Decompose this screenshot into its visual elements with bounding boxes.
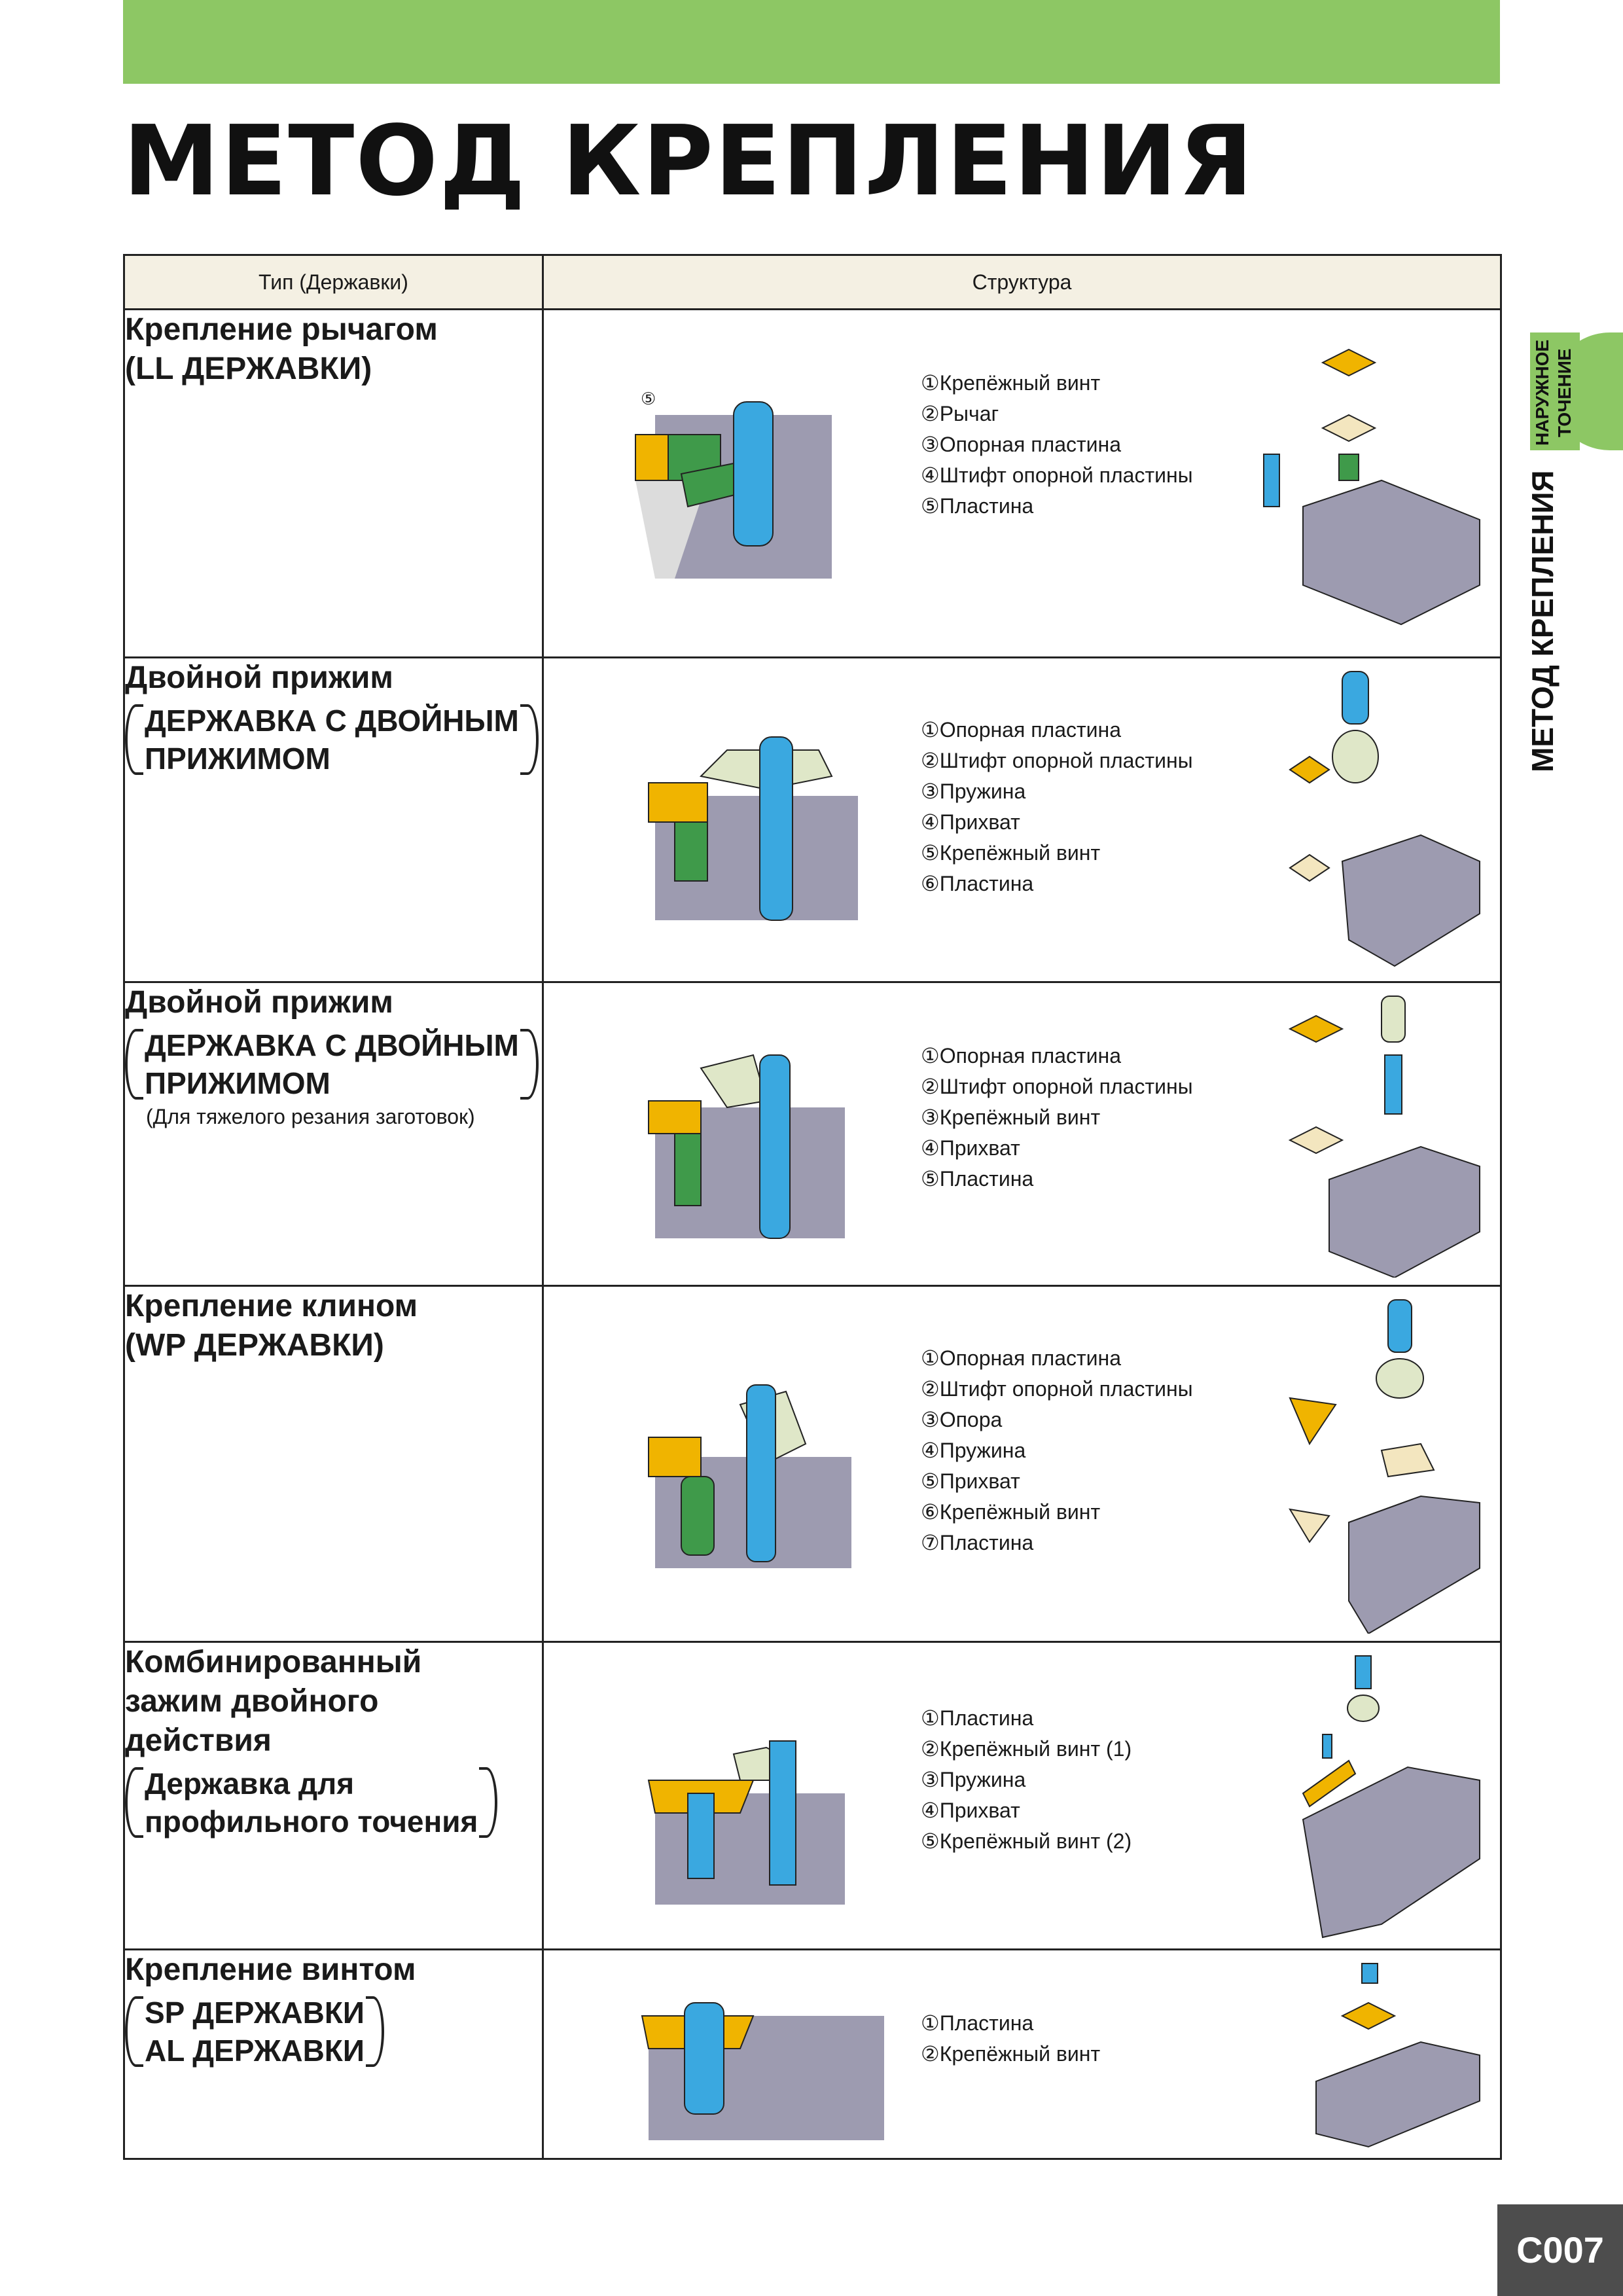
part-item: ⑤Прихват	[921, 1469, 1020, 1493]
section-drawing-icon	[647, 1740, 845, 1905]
table-row: Комбинированный зажим двойного действия …	[123, 1641, 1502, 1950]
part-item: ⑤Крепёжный винт (2)	[921, 1829, 1132, 1853]
part-item: ①Пластина	[921, 2011, 1034, 2035]
part-item: ②Штифт опорной пластины	[921, 1075, 1193, 1098]
type-subtitle: ДЕРЖАВКА С ДВОЙНЫМ ПРИЖИМОМ	[125, 702, 539, 778]
type-cell: Крепление винтом SP ДЕРЖАВКИ AL ДЕРЖАВКИ	[123, 1948, 544, 2160]
page-number: C007	[1497, 2204, 1623, 2296]
parts-list: ①Опорная пластина ②Штифт опорной пластин…	[921, 715, 1193, 899]
parts-list: ①Пластина ②Крепёжный винт (1) ③Пружина ④…	[921, 1703, 1132, 1857]
exploded-view-icon	[1288, 996, 1480, 1278]
section-drawing-icon	[648, 736, 858, 921]
table-row: Крепление винтом SP ДЕРЖАВКИ AL ДЕРЖАВКИ…	[123, 1948, 1502, 2160]
part-item: ③Пружина	[921, 780, 1026, 803]
structure-cell: ①Опорная пластина ②Штифт опорной пластин…	[542, 981, 1502, 1287]
part-item: ①Крепёжный винт	[921, 371, 1101, 395]
exploded-view-icon	[1263, 348, 1480, 626]
type-cell: Двойной прижим ДЕРЖАВКА С ДВОЙНЫМ ПРИЖИМ…	[123, 656, 544, 983]
part-item: ⑥Крепёжный винт	[921, 1500, 1101, 1524]
part-item: ⑤Пластина	[921, 494, 1034, 518]
clamping-methods-table: Тип (Державки) Структура Крепление рычаг…	[123, 254, 1502, 2160]
section-drawing-icon	[641, 2002, 884, 2140]
part-item: ④Прихват	[921, 810, 1020, 834]
part-item: ④Пружина	[921, 1439, 1026, 1462]
type-name: Крепление винтом	[125, 1952, 416, 1987]
section-drawing-icon	[635, 401, 832, 579]
type-name: Двойной прижим	[125, 660, 393, 695]
header-bar	[123, 0, 1500, 84]
exploded-view-icon	[1315, 1963, 1480, 2148]
part-item: ②Крепёжный винт	[921, 2042, 1101, 2066]
structure-cell: ①Пластина ②Крепёжный винт	[542, 1948, 1502, 2160]
structure-cell: ①Пластина ②Крепёжный винт (1) ③Пружина ④…	[542, 1641, 1502, 1950]
part-item: ⑤Пластина	[921, 1167, 1034, 1191]
column-header-type: Тип (Державки)	[123, 254, 544, 310]
part-item: ①Пластина	[921, 1706, 1034, 1730]
parts-list: ①Опорная пластина ②Штифт опорной пластин…	[921, 1041, 1193, 1194]
structure-cell: ①Опорная пластина ②Штифт опорной пластин…	[542, 1285, 1502, 1643]
callout-5: ⑤	[641, 389, 656, 408]
part-item: ③Опорная пластина	[921, 433, 1121, 456]
part-item: ②Рычаг	[921, 402, 999, 425]
part-item: ④Штифт опорной пластины	[921, 463, 1193, 487]
exploded-view-icon	[1289, 1299, 1480, 1634]
part-item: ④Прихват	[921, 1799, 1020, 1822]
section-drawing-icon	[648, 1384, 851, 1568]
part-item: ②Крепёжный винт (1)	[921, 1737, 1132, 1761]
part-item: ⑤Крепёжный винт	[921, 841, 1101, 865]
part-item: ③Опора	[921, 1408, 1003, 1431]
type-name: Двойной прижим	[125, 985, 393, 1020]
exploded-view-icon	[1302, 1655, 1480, 1939]
side-vertical-title: МЕТОД КРЕПЛЕНИЯ	[1525, 470, 1560, 772]
part-item: ③Пружина	[921, 1768, 1026, 1791]
part-item: ③Крепёжный винт	[921, 1105, 1101, 1129]
type-name: Крепление рычагом (LL ДЕРЖАВКИ)	[125, 312, 438, 386]
structure-cell: ⑤ ①Крепёжный винт ②Рычаг ③Опорная пласти…	[542, 308, 1502, 658]
structure-cell: ①Опорная пластина ②Штифт опорной пластин…	[542, 656, 1502, 983]
part-item: ①Опорная пластина	[921, 1044, 1121, 1067]
type-subtitle: ДЕРЖАВКА С ДВОЙНЫМ ПРИЖИМОМ	[125, 1026, 539, 1102]
parts-list: ①Крепёжный винт ②Рычаг ③Опорная пластина…	[921, 368, 1193, 522]
table-row: Двойной прижим ДЕРЖАВКА С ДВОЙНЫМ ПРИЖИМ…	[123, 981, 1502, 1287]
type-name: Комбинированный зажим двойного действия	[125, 1645, 422, 1758]
part-item: ①Опорная пластина	[921, 718, 1121, 742]
type-subtitle: Державка для профильного точения	[125, 1765, 498, 1840]
type-cell: Крепление клином (WP ДЕРЖАВКИ)	[123, 1285, 544, 1643]
table-row: Крепление клином (WP ДЕРЖАВКИ) ①Опорная …	[123, 1285, 1502, 1643]
page-title: МЕТОД КРЕПЛЕНИЯ	[123, 105, 1255, 217]
table-row: Крепление рычагом (LL ДЕРЖАВКИ) ⑤ ①Крепё…	[123, 308, 1502, 658]
table-row: Двойной прижим ДЕРЖАВКА С ДВОЙНЫМ ПРИЖИМ…	[123, 656, 1502, 983]
parts-list: ①Пластина ②Крепёжный винт	[921, 2008, 1100, 2070]
type-cell: Двойной прижим ДЕРЖАВКА С ДВОЙНЫМ ПРИЖИМ…	[123, 981, 544, 1287]
part-item: ①Опорная пластина	[921, 1346, 1121, 1370]
part-item: ⑥Пластина	[921, 872, 1034, 895]
type-name: Крепление клином (WP ДЕРЖАВКИ)	[125, 1289, 418, 1363]
type-subtitle: SP ДЕРЖАВКИ AL ДЕРЖАВКИ	[125, 1994, 384, 2070]
column-header-structure: Структура	[542, 254, 1502, 310]
part-item: ②Штифт опорной пластины	[921, 749, 1193, 772]
type-cell: Крепление рычагом (LL ДЕРЖАВКИ)	[123, 308, 544, 658]
side-tab	[1530, 332, 1580, 450]
table-header-row: Тип (Державки) Структура	[123, 254, 1502, 310]
section-drawing-icon	[648, 1054, 845, 1239]
type-note: (Для тяжелого резания заготовок)	[146, 1105, 475, 1128]
exploded-view-icon	[1289, 671, 1480, 967]
part-item: ⑦Пластина	[921, 1531, 1034, 1554]
parts-list: ①Опорная пластина ②Штифт опорной пластин…	[921, 1343, 1193, 1558]
type-cell: Комбинированный зажим двойного действия …	[123, 1641, 544, 1950]
part-item: ④Прихват	[921, 1136, 1020, 1160]
side-tab-section-label: НАРУЖНОЕ ТОЧЕНИЕ	[1532, 339, 1575, 446]
part-item: ②Штифт опорной пластины	[921, 1377, 1193, 1401]
